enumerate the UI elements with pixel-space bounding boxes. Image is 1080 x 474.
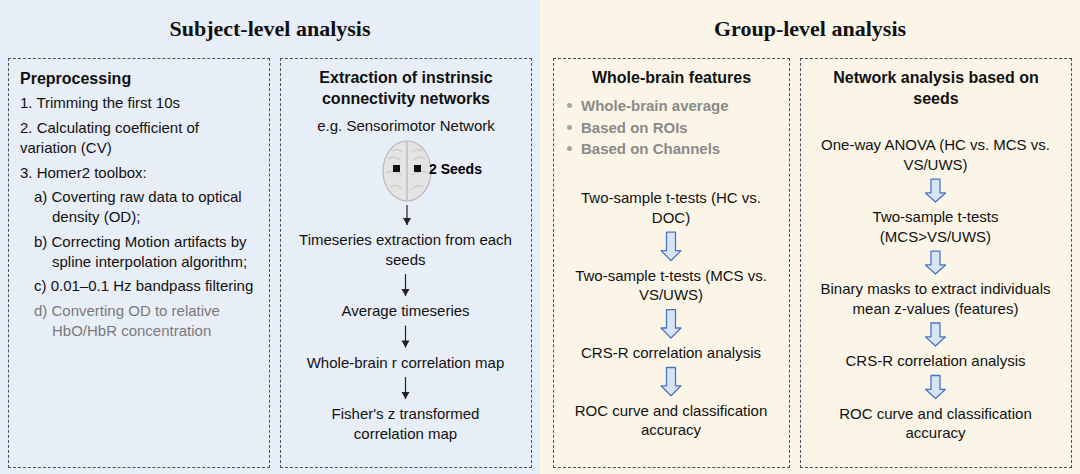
flow-step: Fisher's z transformed correlation map xyxy=(293,402,518,445)
block-arrow xyxy=(661,232,681,260)
step-text: Timeseries extraction from each seeds xyxy=(297,230,514,269)
brain-gyrus xyxy=(414,157,426,160)
brain-gyrus xyxy=(390,185,402,189)
brain-outline xyxy=(383,141,431,201)
flow-arrow xyxy=(402,326,410,348)
step-group-box: Preprocessing 1. Trimming the first 10s 2.… xyxy=(8,58,270,468)
flow-step: ROC curve and classification accuracy xyxy=(566,399,776,442)
feature-item: Whole-brain average xyxy=(565,95,778,117)
step-text: Fisher's z transformed correlation map xyxy=(297,404,514,443)
step-text: Binary masks to extract individuals mean… xyxy=(817,279,1054,318)
step-item: 2. Calculating coefficient of variation … xyxy=(20,118,258,158)
arrow-head xyxy=(402,289,410,296)
brain-gyrus xyxy=(392,150,402,152)
step-text: ROC curve and classification accuracy xyxy=(570,401,772,440)
step-group-box: Whole-brain featuresWhole-brain averageB… xyxy=(553,58,790,468)
step-group-box: Extraction of instrinsic connectivity ne… xyxy=(280,58,532,468)
step-text: Average timeseries xyxy=(297,301,514,321)
step-text: Two-sample t-tests (MCS vs. VS/UWS) xyxy=(570,266,772,305)
brain-gyrus xyxy=(412,185,424,189)
step-group-box: Network analysis based on seedsOne-way A… xyxy=(800,58,1072,468)
arrow-head xyxy=(402,392,410,399)
flow-step: CRS-R correlation analysis xyxy=(813,349,1058,373)
flow-step: Two-sample t-tests (MCS vs. VS/UWS) xyxy=(566,264,776,307)
flow-step: ROC curve and classification accuracy xyxy=(813,402,1058,445)
seed-marker xyxy=(393,165,400,172)
seed-label: 2 Seeds xyxy=(429,161,482,177)
bullet-dot xyxy=(567,146,572,151)
step-item: 3. Homer2 toolbox: xyxy=(20,163,258,183)
block-arrow xyxy=(661,368,681,396)
box-subtitle: e.g. Sensorimotor Network xyxy=(292,116,520,136)
block-arrow xyxy=(926,251,946,274)
analysis-panel: Subject-level analysisPreprocessing 1. Tr… xyxy=(0,0,540,474)
flow-step: Binary masks to extract individuals mean… xyxy=(813,277,1058,320)
step-item: c) 0.01–0.1 Hz bandpass filtering xyxy=(34,276,258,296)
box-heading: Preprocessing xyxy=(20,68,258,89)
step-item: a) Coverting raw data to optical density… xyxy=(34,187,258,227)
block-arrow xyxy=(926,323,946,346)
flow-arrow xyxy=(403,205,411,225)
block-arrow xyxy=(926,376,946,399)
step-text: Two-sample t-tests (MCS>VS/UWS) xyxy=(817,207,1054,246)
brain-figure: 2 Seeds xyxy=(292,139,520,205)
step-text: Two-sample t-tests (HC vs. DOC) xyxy=(570,188,772,227)
brain-gyrus xyxy=(412,150,422,152)
bullet-dot xyxy=(567,125,572,130)
flow-step: Average timeseries xyxy=(293,299,518,323)
block-arrow xyxy=(926,179,946,202)
flow-arrow xyxy=(402,274,410,296)
flow-step: CRS-R correlation analysis xyxy=(566,341,776,365)
step-item: b) Correcting Motion artifacts by spline… xyxy=(34,232,258,272)
block-arrow xyxy=(661,310,681,338)
bullet-dot xyxy=(567,103,572,108)
flow-arrow xyxy=(402,377,410,399)
box-heading: Network analysis based on seeds xyxy=(812,68,1060,110)
step-item: d) Converting OD to relative HbO/HbR con… xyxy=(34,301,258,341)
brain-illustration xyxy=(380,139,434,203)
panel-title: Subject-level analysis xyxy=(0,0,540,42)
arrow-head xyxy=(403,218,411,225)
flow-step: Two-sample t-tests (MCS>VS/UWS) xyxy=(813,205,1058,248)
flow-step: Whole-brain r correlation map xyxy=(293,351,518,375)
step-text: Whole-brain r correlation map xyxy=(297,353,514,373)
arrow-head xyxy=(402,341,410,348)
box-heading: Extraction of instrinsic connectivity ne… xyxy=(292,68,520,110)
flow-step: One-way ANOVA (HC vs. MCS vs. VS/UWS) xyxy=(813,133,1058,176)
panel-title: Group-level analysis xyxy=(540,0,1080,42)
seed-marker xyxy=(414,165,421,172)
step-text: One-way ANOVA (HC vs. MCS vs. VS/UWS) xyxy=(817,135,1054,174)
feature-item: Based on Channels xyxy=(565,138,778,160)
step-text: CRS-R correlation analysis xyxy=(570,343,772,363)
step-item: 1. Trimming the first 10s xyxy=(20,93,258,113)
box-heading: Whole-brain features xyxy=(565,68,778,89)
analysis-panel: Group-level analysisWhole-brain features… xyxy=(540,0,1080,474)
brain-fissure xyxy=(407,142,408,200)
feature-item: Based on ROIs xyxy=(565,117,778,139)
brain-gyrus xyxy=(388,157,400,160)
step-text: CRS-R correlation analysis xyxy=(817,351,1054,371)
flow-step: Timeseries extraction from each seeds xyxy=(293,228,518,271)
step-text: ROC curve and classification accuracy xyxy=(817,404,1054,443)
flow-step: Two-sample t-tests (HC vs. DOC) xyxy=(566,186,776,229)
